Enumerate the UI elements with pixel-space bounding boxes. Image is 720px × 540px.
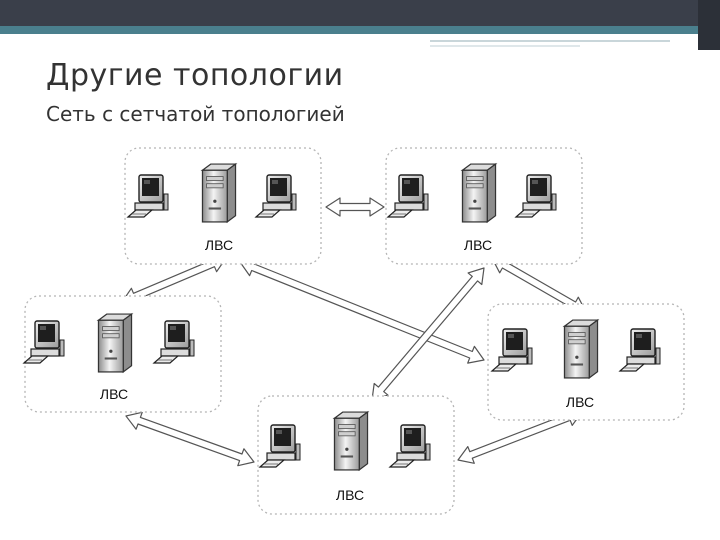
header-accent-line-short (430, 45, 580, 47)
slide-header-stripe (0, 26, 720, 34)
lan-node-lan-mid-left: ЛВС (23, 295, 222, 413)
slide-title: Другие топологии (46, 58, 344, 93)
link-arrow-lan-top-right-lan-bottom (371, 267, 485, 401)
header-corner-block (698, 0, 720, 50)
lan-label: ЛВС (336, 487, 364, 503)
slide-subtitle: Сеть с сетчатой топологией (46, 102, 345, 126)
lan-label: ЛВС (566, 394, 594, 410)
lan-label: ЛВС (205, 237, 233, 253)
lan-node-lan-bottom: ЛВС (257, 395, 455, 515)
server-icon (333, 411, 369, 471)
server-icon (563, 319, 599, 379)
lan-node-lan-top-left: ЛВС (124, 147, 322, 265)
server-icon (97, 313, 133, 373)
link-arrow-lan-mid-left-lan-bottom (125, 411, 255, 467)
link-arrow-lan-top-left-lan-top-right (325, 197, 385, 217)
server-icon (201, 163, 237, 223)
slide-header-bar (0, 0, 720, 26)
server-icon (461, 163, 497, 223)
lan-label: ЛВС (464, 237, 492, 253)
lan-node-lan-top-right: ЛВС (385, 147, 583, 265)
lan-node-lan-mid-right: ЛВС (487, 303, 685, 421)
header-accent-line (430, 40, 670, 42)
lan-label: ЛВС (100, 386, 128, 402)
